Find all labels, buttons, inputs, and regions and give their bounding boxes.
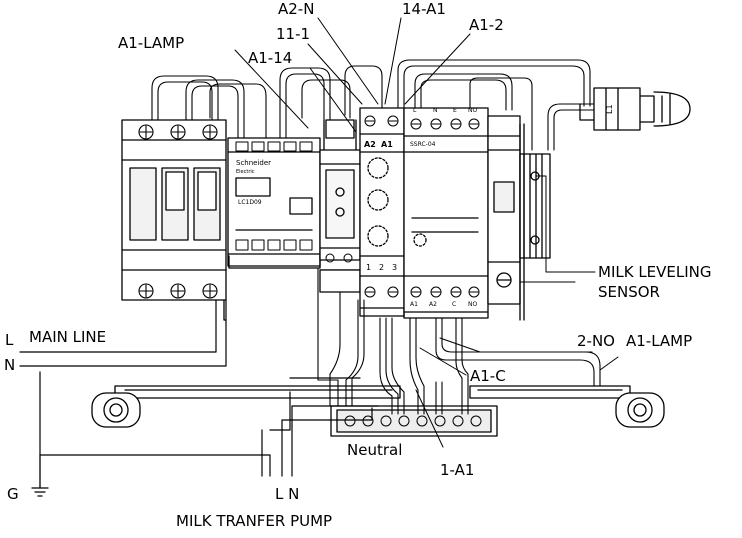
breaker-top-screws bbox=[138, 124, 218, 140]
ctrl-top-n: N bbox=[433, 107, 438, 114]
bracket-foot-right bbox=[615, 392, 665, 428]
bracket-foot-left bbox=[91, 392, 141, 428]
label-sensor: SENSOR bbox=[598, 283, 660, 301]
label-milk-leveling: MILK LEVELING bbox=[598, 263, 712, 281]
external-wires bbox=[19, 299, 379, 477]
label-a1-lamp-top: A1-LAMP bbox=[118, 34, 185, 52]
label-neutral: Neutral bbox=[347, 441, 403, 459]
contactor bbox=[227, 137, 321, 269]
label-14-a1: 14-A1 bbox=[402, 0, 446, 18]
neutral-terminal-bar bbox=[330, 405, 498, 437]
din-rail-right bbox=[487, 115, 551, 321]
ctrl-bottom-a2: A2 bbox=[429, 301, 437, 308]
label-a1-c: A1-C bbox=[470, 367, 506, 385]
label-pump-ln: L N bbox=[275, 485, 300, 503]
ctrl-top-l: L bbox=[413, 107, 417, 114]
label-11-1: 11-1 bbox=[276, 25, 311, 43]
breaker-bottom-screws bbox=[138, 283, 218, 299]
contactor-sub: Electric bbox=[236, 169, 255, 175]
label-a1-14: A1-14 bbox=[248, 49, 293, 67]
label-ground: G bbox=[7, 485, 19, 503]
relay-terminal-2: 2 bbox=[379, 263, 384, 272]
relay-module bbox=[319, 119, 361, 293]
label-main-line: MAIN LINE bbox=[29, 328, 107, 346]
cable-loops-top bbox=[151, 59, 619, 151]
label-2-no: 2-NO bbox=[577, 332, 615, 350]
label-milk-transfer-pump: MILK TRANFER PUMP bbox=[176, 512, 333, 530]
ctrl-bottom-no: NO bbox=[468, 301, 477, 308]
timer-relay bbox=[359, 107, 405, 317]
level-controller bbox=[403, 107, 489, 319]
label-1-a1: 1-A1 bbox=[440, 461, 475, 479]
circuit-breaker bbox=[121, 119, 227, 321]
relay-model: SSRC-04 bbox=[410, 141, 436, 148]
label-a2-n: A2-N bbox=[278, 0, 315, 18]
contactor-brand: Schneider bbox=[236, 159, 271, 167]
indicator-lamp bbox=[579, 87, 691, 131]
ctrl-bottom-c: C bbox=[452, 301, 456, 308]
leader-lines bbox=[234, 17, 619, 448]
din-rail-bracket bbox=[91, 385, 665, 428]
ground-symbol bbox=[31, 454, 49, 497]
contactor-model: LC1D09 bbox=[238, 199, 262, 206]
relay-terminal-1: 1 bbox=[366, 263, 371, 272]
ctrl-bottom-a1: A1 bbox=[410, 301, 418, 308]
relay-terminal-a2: A2 bbox=[364, 140, 376, 149]
label-l: L bbox=[5, 331, 14, 349]
label-a1-2: A1-2 bbox=[469, 16, 504, 34]
relay-terminal-3: 3 bbox=[392, 263, 397, 272]
relay-terminal-a1: A1 bbox=[381, 140, 393, 149]
lamp-tag: L1 bbox=[605, 104, 614, 114]
label-a1-lamp-right: A1-LAMP bbox=[626, 332, 693, 350]
ctrl-top-e: E bbox=[453, 107, 457, 114]
label-n: N bbox=[4, 356, 16, 374]
ctrl-top-no: NO bbox=[468, 107, 477, 114]
